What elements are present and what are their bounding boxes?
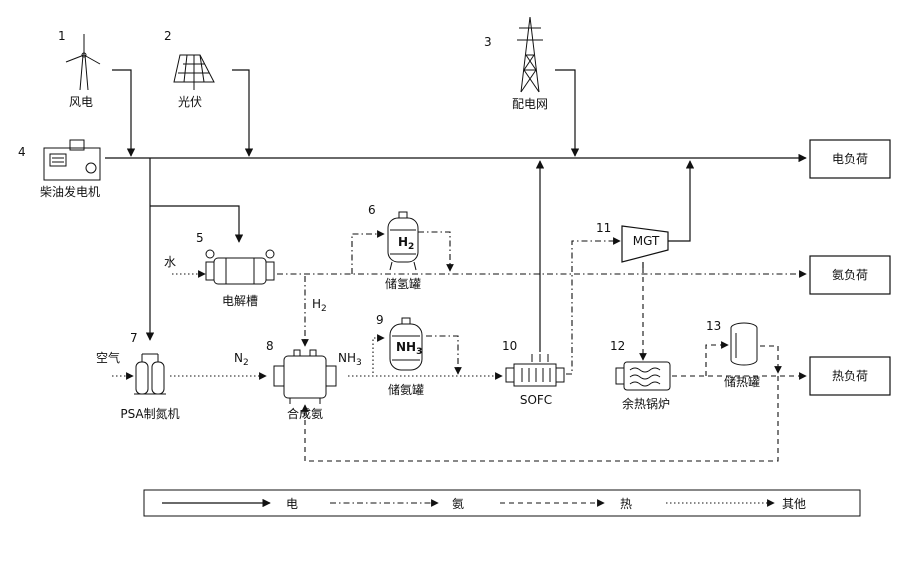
h2-stream-label: H2	[312, 297, 327, 314]
component-number-3: 3	[484, 35, 492, 49]
electric-load-label: 电负荷	[832, 152, 868, 166]
heat-storage-tank-icon	[731, 323, 757, 365]
electrolyzer-feed-line	[150, 206, 239, 242]
component-number-5: 5	[196, 231, 204, 245]
psa-label: PSA制氮机	[120, 406, 179, 421]
h2-tank-out-line	[418, 232, 450, 271]
heat-return-line	[305, 376, 778, 461]
component-number-8: 8	[266, 339, 274, 353]
component-number-13: 13	[706, 319, 721, 333]
legend-electric-label: 电	[286, 497, 298, 511]
sofc-label: SOFC	[520, 393, 552, 407]
legend-other-label: 其他	[782, 497, 806, 511]
h2-tank-in-line	[352, 234, 384, 274]
heat-tank-out-line	[760, 346, 778, 373]
component-number-7: 7	[130, 331, 138, 345]
component-number-4: 4	[18, 145, 26, 159]
solar-panel-icon	[174, 55, 214, 90]
pv-feed-line	[232, 70, 249, 156]
component-number-6: 6	[368, 203, 376, 217]
air-label: 空气	[96, 350, 120, 365]
sofc-icon	[506, 354, 564, 386]
legend: 电 氨 热 其他	[144, 490, 860, 516]
wind-turbine-icon	[66, 34, 100, 90]
n2-stream-label: N2	[234, 351, 249, 368]
component-number-9: 9	[376, 313, 384, 327]
heat-tank-label: 储热罐	[724, 374, 760, 389]
water-label: 水	[164, 255, 176, 269]
ammonia-synth-label: 合成氨	[287, 406, 323, 421]
psa-nitrogen-generator-icon	[134, 354, 166, 394]
legend-ammonia-label: 氨	[452, 497, 464, 511]
wind-feed-line	[112, 70, 131, 156]
electric-lines	[105, 70, 806, 352]
legend-heat-label: 热	[620, 497, 632, 511]
component-number-1: 1	[58, 29, 66, 43]
pv-label: 光伏	[178, 95, 202, 109]
ammonia-synthesis-icon	[274, 350, 336, 404]
mgt-label: MGT	[633, 234, 660, 248]
electrolyzer-icon	[206, 250, 274, 284]
heat-tank-in-line	[706, 345, 728, 376]
diesel-generator-icon	[44, 140, 100, 180]
wind-label: 风电	[69, 95, 93, 109]
nh3-tank-out-line	[426, 336, 458, 374]
h2-tank-label: 储氢罐	[385, 276, 421, 291]
component-number-2: 2	[164, 29, 172, 43]
ammonia-lines	[277, 232, 806, 374]
nh3-to-mgt-line	[566, 241, 620, 374]
ammonia-load-label: 氨负荷	[832, 268, 868, 282]
nh3-stream-label: NH3	[338, 351, 362, 368]
power-tower-icon	[517, 17, 543, 92]
diesel-label: 柴油发电机	[40, 184, 100, 199]
component-number-12: 12	[610, 339, 625, 353]
boiler-label: 余热锅炉	[622, 396, 670, 411]
grid-label: 配电网	[512, 97, 548, 111]
mgt-output-line	[668, 161, 690, 241]
nh3-tank-label: 储氨罐	[388, 382, 424, 397]
grid-feed-line	[555, 70, 575, 156]
component-number-10: 10	[502, 339, 517, 353]
waste-heat-boiler-icon	[616, 362, 670, 390]
heat-load-label: 热负荷	[832, 369, 868, 383]
component-number-11: 11	[596, 221, 611, 235]
electrolyzer-label: 电解槽	[222, 294, 258, 308]
